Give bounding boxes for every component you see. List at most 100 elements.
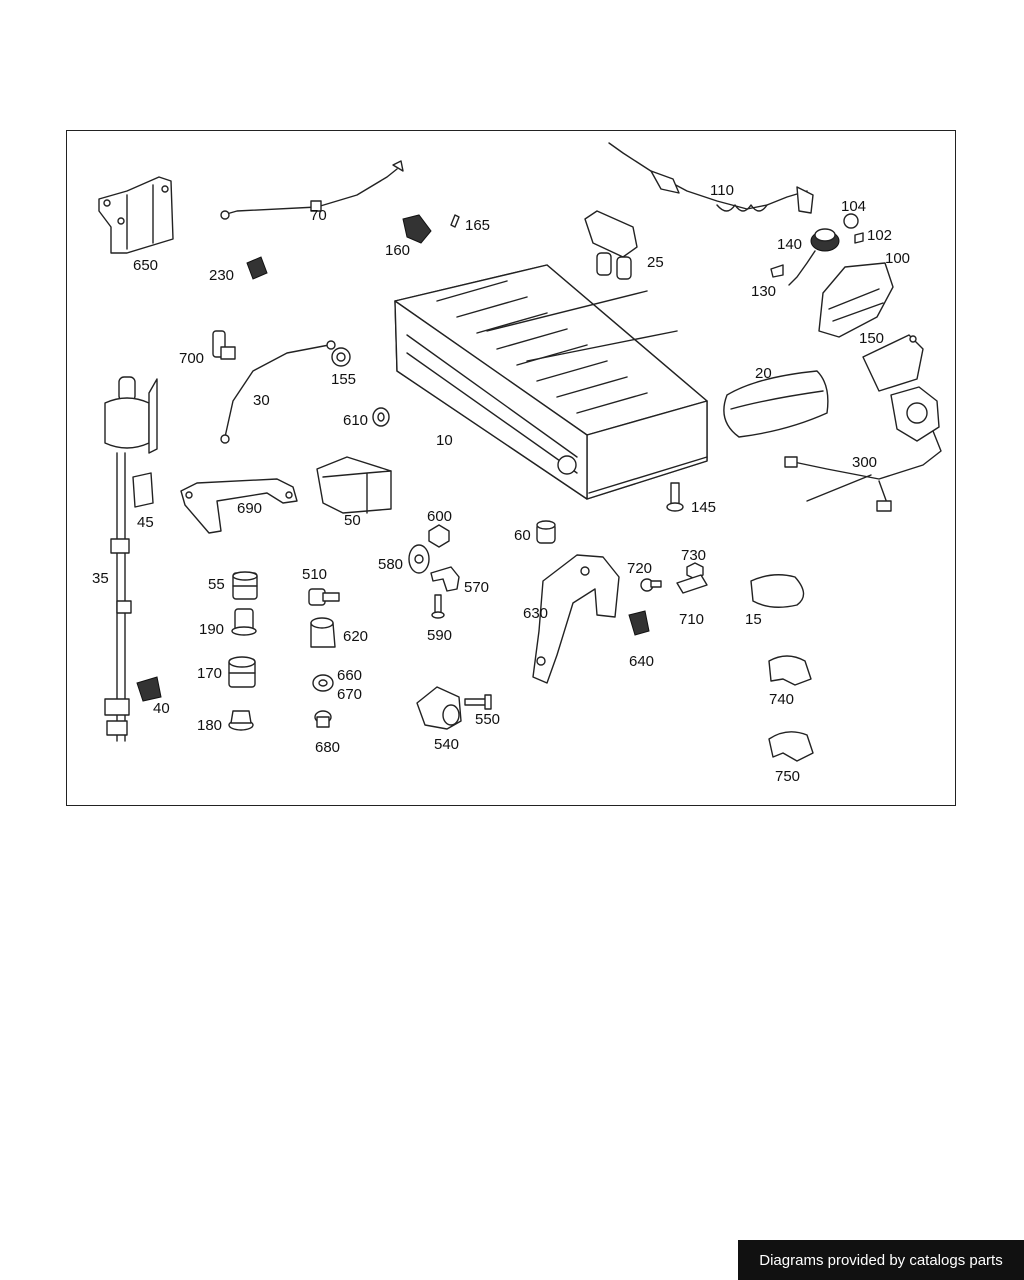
part-40-clip	[136, 676, 162, 702]
label-640: 640	[629, 653, 655, 670]
part-25-cover	[584, 210, 638, 280]
label-40: 40	[153, 700, 170, 717]
part-680-nut	[314, 710, 332, 728]
label-100: 100	[885, 250, 911, 267]
part-640-clip	[628, 610, 650, 636]
part-145-bolt	[666, 482, 684, 512]
part-620-bushing	[310, 617, 336, 648]
label-50: 50	[344, 512, 361, 529]
part-180-nut	[228, 710, 254, 731]
part-710-bracket	[676, 574, 708, 594]
label-55: 55	[208, 576, 225, 593]
label-590: 590	[427, 627, 453, 644]
footer-text: Diagrams provided by catalogs parts	[759, 1251, 1003, 1269]
label-660: 660	[337, 667, 363, 684]
part-540-clamp	[416, 686, 462, 730]
part-300-harness	[784, 386, 942, 512]
part-20-pad	[723, 370, 829, 438]
footer-banner: Diagrams provided by catalogs parts	[738, 1240, 1024, 1280]
label-35: 35	[92, 570, 109, 587]
part-10-battery	[394, 264, 708, 500]
part-165-pin	[450, 214, 460, 228]
part-570-bracket	[430, 566, 460, 592]
label-170: 170	[197, 665, 223, 682]
label-20: 20	[755, 365, 772, 382]
part-750-clamp	[768, 731, 814, 762]
part-102-screw	[854, 232, 864, 244]
label-690: 690	[237, 500, 263, 517]
part-190-bushing	[231, 608, 257, 636]
part-610-washer	[372, 407, 390, 427]
label-30: 30	[253, 392, 270, 409]
label-300: 300	[852, 454, 878, 471]
part-155-nut	[331, 347, 351, 367]
part-150-bracket	[862, 334, 924, 392]
label-25: 25	[647, 254, 664, 271]
label-570: 570	[464, 579, 490, 596]
label-130: 130	[751, 283, 777, 300]
label-60: 60	[514, 527, 531, 544]
part-104-nut	[843, 213, 859, 229]
parts-diagram-drawing	[98, 142, 942, 762]
part-550-bolt	[464, 694, 492, 710]
label-650: 650	[133, 257, 159, 274]
label-600: 600	[427, 508, 453, 525]
label-620: 620	[343, 628, 369, 645]
part-140-cap	[788, 228, 840, 286]
part-170-bushing	[228, 656, 256, 688]
label-510: 510	[302, 566, 328, 583]
label-160: 160	[385, 242, 411, 259]
part-110-cable	[608, 142, 814, 214]
part-510-bolt	[308, 588, 340, 606]
label-110: 110	[710, 182, 734, 199]
label-750: 750	[775, 768, 801, 785]
label-180: 180	[197, 717, 223, 734]
part-580-mount	[408, 544, 430, 574]
part-690-bracket	[180, 478, 298, 534]
part-35-assembly	[104, 376, 158, 742]
part-230-clip	[246, 256, 268, 280]
label-610: 610	[343, 412, 369, 429]
label-670: 670	[337, 686, 363, 703]
label-165: 165	[465, 217, 491, 234]
part-55-bushing	[232, 571, 258, 600]
part-160-connector	[402, 214, 432, 244]
part-100-duct	[818, 262, 894, 338]
label-190: 190	[199, 621, 225, 638]
label-710: 710	[679, 611, 705, 628]
label-740: 740	[769, 691, 795, 708]
label-145: 145	[691, 499, 717, 516]
label-70: 70	[310, 207, 327, 224]
parts-diagram-frame: 10 15 20 25 30 35 40 45 50 55 60 70 100 …	[66, 130, 956, 806]
part-700-connector	[212, 330, 236, 360]
label-680: 680	[315, 739, 341, 756]
label-104: 104	[841, 198, 867, 215]
label-580: 580	[378, 556, 404, 573]
part-740-clamp	[768, 655, 812, 686]
label-720: 720	[627, 560, 653, 577]
part-650-bracket	[98, 176, 174, 254]
label-15: 15	[745, 611, 762, 628]
part-15-plug	[750, 574, 805, 608]
label-150: 150	[859, 330, 885, 347]
part-30-cable	[220, 340, 336, 444]
label-700: 700	[179, 350, 205, 367]
part-45-clip	[132, 472, 154, 508]
part-50-cover	[316, 456, 392, 514]
part-590-bolt	[431, 594, 445, 619]
label-140: 140	[777, 236, 803, 253]
label-630: 630	[523, 605, 549, 622]
label-730: 730	[681, 547, 707, 564]
label-540: 540	[434, 736, 460, 753]
part-660-washer	[312, 674, 334, 692]
label-550: 550	[475, 711, 501, 728]
part-60-bushing	[536, 520, 556, 544]
part-630-bracket	[532, 554, 620, 684]
part-70-cable	[220, 160, 404, 220]
label-45: 45	[137, 514, 154, 531]
label-102: 102	[867, 227, 893, 244]
part-720-bolt	[640, 578, 662, 592]
part-600-nut	[428, 524, 450, 548]
part-130-clip	[770, 264, 784, 278]
label-10: 10	[436, 432, 453, 449]
